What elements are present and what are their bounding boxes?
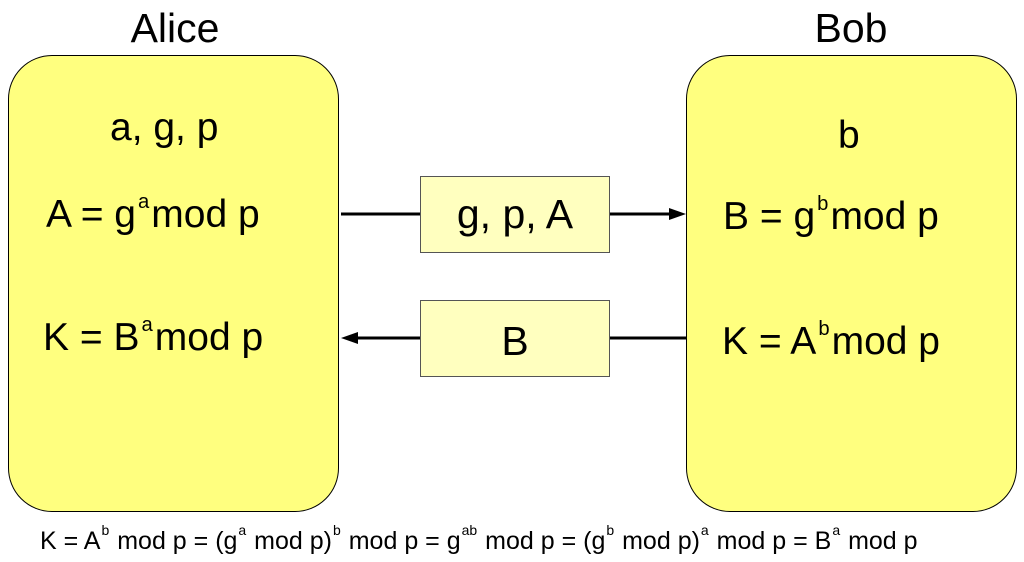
- alice-formula-k-base: K = B: [43, 316, 140, 359]
- bob-shared-key-formula: K = Abmod p: [722, 317, 941, 370]
- bob-formula-b-base: B = g: [723, 195, 816, 238]
- equation-part: mod p: [848, 527, 918, 555]
- equation-exponent: b: [101, 522, 110, 538]
- equation-exponent: a: [832, 522, 841, 538]
- bob-formula-b-mod: mod p: [830, 195, 939, 238]
- bob-formula-b-exponent: b: [817, 192, 829, 215]
- message-to-alice: B: [420, 300, 610, 377]
- equation-exponent: b: [606, 522, 615, 538]
- equation-part: mod p = (g: [117, 527, 238, 555]
- bob-box: [686, 55, 1017, 512]
- arrowhead-to-alice: [341, 332, 358, 344]
- shared-key-equation: K = Ab mod p = (ga mod p)b mod p = gab m…: [40, 522, 918, 561]
- equation-part: mod p = g: [348, 527, 461, 555]
- alice-public-key-formula: A = gamod p: [46, 190, 260, 243]
- alice-title: Alice: [130, 5, 220, 51]
- alice-formula-a-base: A = g: [46, 193, 136, 236]
- alice-formula-k-exponent: a: [141, 313, 153, 336]
- alice-formula-a-mod: mod p: [151, 193, 260, 236]
- equation-part: K = A: [40, 527, 101, 555]
- equation-part: mod p): [622, 527, 700, 555]
- bob-title: Bob: [814, 5, 888, 51]
- equation-exponent: b: [332, 522, 341, 538]
- alice-formula-a-exponent: a: [138, 190, 150, 213]
- arrowhead-to-bob: [669, 208, 686, 220]
- equation-part: mod p = B: [716, 527, 832, 555]
- message-to-bob: g, p, A: [420, 176, 610, 253]
- alice-params: a, g, p: [110, 106, 219, 149]
- equation-part: mod p): [254, 527, 332, 555]
- equation-exponent: ab: [461, 522, 478, 538]
- bob-formula-k-base: K = A: [722, 320, 817, 363]
- alice-formula-k-mod: mod p: [154, 316, 264, 359]
- equation-part: mod p = (g: [485, 527, 606, 555]
- bob-public-key-formula: B = gbmod p: [723, 192, 939, 245]
- bob-formula-k-mod: mod p: [831, 320, 941, 363]
- message-to-alice-label: B: [501, 318, 529, 364]
- bob-params: b: [838, 114, 860, 157]
- message-to-bob-label: g, p, A: [456, 191, 574, 237]
- bob-formula-k-exponent: b: [818, 317, 830, 340]
- equation-exponent: a: [238, 522, 247, 538]
- equation-exponent: a: [700, 522, 709, 538]
- alice-shared-key-formula: K = Bamod p: [43, 313, 264, 366]
- alice-box: [8, 55, 339, 512]
